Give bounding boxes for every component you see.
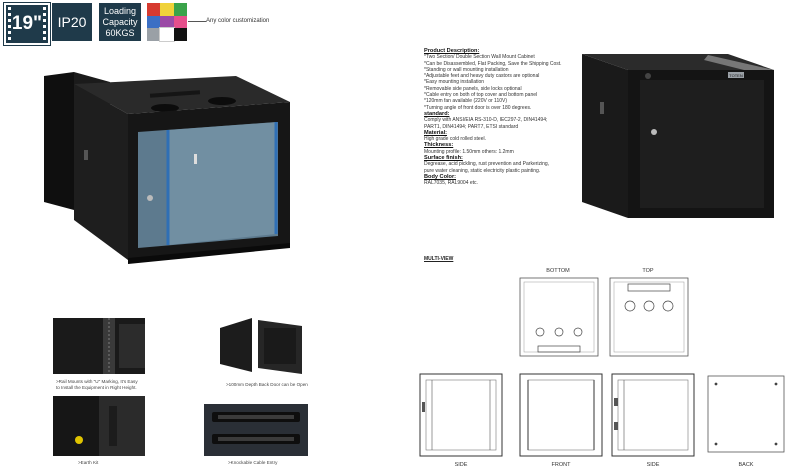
back-door-caption: >100mm Depth Back Door can be Open xyxy=(226,382,308,387)
thickness-title: Thickness: xyxy=(424,142,454,149)
rail-caption: >Rail Mounts with "U" Marking, It's Easy… xyxy=(56,379,138,390)
bottom-view-drawing xyxy=(519,277,599,357)
side-left-label: SIDE xyxy=(454,462,468,468)
product-spec-block: Product Description: *Two Section/ Doubl… xyxy=(424,48,594,187)
protection-badge: IP20 xyxy=(52,3,92,41)
back-view-drawing xyxy=(707,375,785,453)
front-view-label: FRONT xyxy=(551,462,571,468)
bottom-view-label: BOTTOM xyxy=(546,268,570,274)
body-color-title: Body Color: xyxy=(424,173,457,180)
body-color-line: RAL7035, RAL9004 etc. xyxy=(424,180,478,187)
color-customization-note: Any color customization xyxy=(206,18,270,24)
back-door-photo xyxy=(218,316,306,374)
surface-line: Degrease, acid pickling, rust prevention… xyxy=(424,161,550,168)
desc-line: *Two Section/ Double Section Wall Mount … xyxy=(424,54,535,61)
color-swatch xyxy=(173,15,187,29)
side-right-view-drawing xyxy=(611,373,695,457)
color-swatch-grid xyxy=(147,3,187,42)
material-line: High grade cold rolled steel. xyxy=(424,136,486,143)
side-right-label: SIDE xyxy=(646,462,660,468)
loading-line-2: Capacity xyxy=(102,16,138,27)
side-left-view-drawing xyxy=(419,373,503,457)
loading-line-1: Loading xyxy=(103,5,137,16)
description-title: Product Description: xyxy=(424,48,480,54)
desc-line: *Standing or wall mounting installation xyxy=(424,66,509,73)
film-strip-left xyxy=(8,7,11,41)
surface-line: pure water cleaning, static electricity … xyxy=(424,167,541,174)
cable-entry-caption: >Knockable Cable Entry xyxy=(228,460,278,465)
rail-caption-line-1: >Rail Mounts with "U" Marking, It's Easy xyxy=(56,379,138,384)
color-swatch xyxy=(173,3,187,16)
color-note-pointer xyxy=(188,21,206,22)
desc-line: *Adjustable feet and heavy duty castors … xyxy=(424,73,540,80)
cabinet-corner-photo: TOTEN xyxy=(582,54,774,218)
main-cabinet-photo xyxy=(44,72,290,264)
desc-line: *Removable side panels, side locks optio… xyxy=(424,85,522,92)
standard-title: standard: xyxy=(424,110,450,117)
standard-line: PART1, DIN41494; PART7, ETSI standard xyxy=(424,123,519,130)
desc-line: *Easy mounting installation xyxy=(424,79,485,86)
protection-text: IP20 xyxy=(57,14,87,30)
top-view-label: TOP xyxy=(642,268,654,274)
desc-line: *120mm fan available (220V or 110V) xyxy=(424,98,508,105)
rail-caption-line-2: to Install the Equipment in Right Height… xyxy=(56,384,137,390)
film-strip-right xyxy=(43,7,46,41)
earth-kit-photo xyxy=(53,396,145,456)
multiview-title: MULTI-VIEW xyxy=(424,256,454,262)
cable-entry-photo xyxy=(204,404,308,456)
color-swatch xyxy=(173,28,187,41)
front-view-drawing xyxy=(519,373,603,457)
color-swatch xyxy=(147,28,161,41)
desc-line: *Turning angle of front door is over 180… xyxy=(424,104,532,111)
color-swatch xyxy=(147,15,161,29)
top-view-drawing xyxy=(609,277,689,357)
material-title: Material: xyxy=(424,129,448,136)
rail-mount-photo xyxy=(53,318,145,374)
loading-line-3: 60KGS xyxy=(105,27,135,38)
earth-kit-caption: >Earth Kit xyxy=(78,460,99,465)
brand-plate-text: TOTEN xyxy=(729,73,743,78)
surface-title: Surface finish: xyxy=(424,155,463,162)
color-swatch xyxy=(147,3,161,16)
standard-line: Comply with ANSI/EIA RS-310-D, IEC297-2,… xyxy=(424,117,548,124)
thickness-line: Mounting profile: 1.50mm others: 1.2mm xyxy=(424,148,514,155)
rack-size-badge: 19" xyxy=(3,2,51,46)
loading-capacity-badge: Loading Capacity 60KGS xyxy=(99,3,141,41)
color-swatch xyxy=(159,27,175,42)
color-swatch xyxy=(160,3,174,16)
desc-line: *Can be Disassembled, Flat Packing, Save… xyxy=(424,60,562,67)
desc-line: *Cable entry on both of top cover and bo… xyxy=(424,92,538,99)
back-view-label: BACK xyxy=(738,462,754,468)
color-swatch xyxy=(160,15,174,29)
rack-size-text: 19" xyxy=(11,13,43,34)
